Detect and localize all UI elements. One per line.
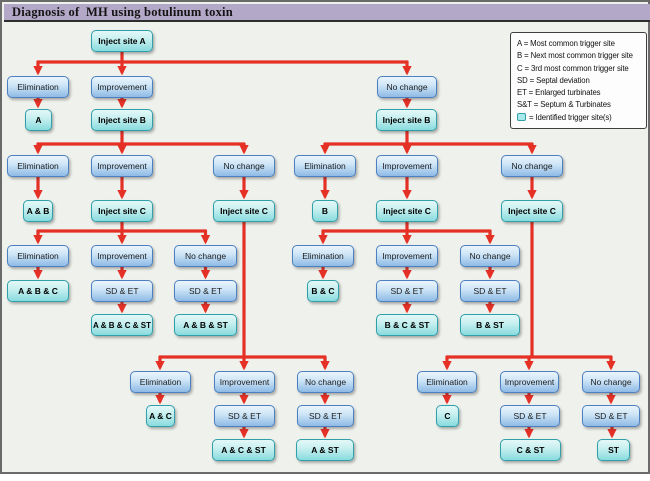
- node-c-st: C & ST: [500, 439, 561, 461]
- node-sd-et: SD & ET: [214, 405, 275, 427]
- node-a-b-c: A & B & C: [7, 280, 69, 302]
- node-improvement: Improvement: [376, 155, 438, 177]
- node-improvement: Improvement: [91, 155, 153, 177]
- node-c: C: [436, 405, 459, 427]
- node-a-c-st: A & C & ST: [212, 439, 275, 461]
- node-elimination: Elimination: [417, 371, 477, 393]
- node-a-st: A & ST: [296, 439, 354, 461]
- node-b-c-st: B & C & ST: [376, 314, 438, 336]
- node-elimination: Elimination: [294, 155, 356, 177]
- node-no-change: No change: [174, 245, 237, 267]
- node-inject-site-b: Inject site B: [376, 109, 437, 131]
- legend-item: S&T = Septum & Turbinates: [517, 100, 611, 110]
- node-no-change: No change: [377, 76, 437, 98]
- node-a-b-c-st: A & B & C & ST: [91, 314, 153, 336]
- node-sd-et: SD & ET: [460, 280, 520, 302]
- legend-swatch-text: = Identified trigger site(s): [529, 112, 612, 122]
- node-sd-et: SD & ET: [91, 280, 153, 302]
- node-elimination: Elimination: [7, 245, 69, 267]
- node-inject-site-c: Inject site C: [213, 200, 275, 222]
- node-improvement: Improvement: [91, 76, 153, 98]
- node-inject-site-c: Inject site C: [376, 200, 438, 222]
- node-st: ST: [597, 439, 630, 461]
- node-sd-et: SD & ET: [297, 405, 354, 427]
- node-elimination: Elimination: [130, 371, 191, 393]
- node-elimination: Elimination: [292, 245, 354, 267]
- node-a-b: A & B: [23, 200, 53, 222]
- node-sd-et: SD & ET: [376, 280, 438, 302]
- trigger-site-swatch-icon: [517, 112, 526, 121]
- node-no-change: No change: [501, 155, 563, 177]
- node-a-c: A & C: [146, 405, 175, 427]
- node-no-change: No change: [582, 371, 640, 393]
- node-inject-site-c: Inject site C: [91, 200, 153, 222]
- node-improvement: Improvement: [376, 245, 438, 267]
- node-b-c: B & C: [307, 280, 339, 302]
- node-elimination: Elimination: [7, 155, 69, 177]
- bottom-margin: [0, 474, 650, 481]
- node-b-st: B & ST: [460, 314, 520, 336]
- title-bar: Diagnosis of MH using botulinum toxin: [4, 4, 650, 22]
- node-a-b-st: A & B & ST: [174, 314, 237, 336]
- node-inject-site-c: Inject site C: [501, 200, 563, 222]
- node-improvement: Improvement: [214, 371, 275, 393]
- node-sd-et: SD & ET: [174, 280, 237, 302]
- legend-box: A = Most common trigger site B = Next mo…: [510, 32, 647, 129]
- node-inject-site-b: Inject site B: [91, 109, 153, 131]
- node-a: A: [25, 109, 52, 131]
- legend-item: ET = Enlarged turbinates: [517, 88, 601, 98]
- legend-item: SD = Septal deviation: [517, 75, 590, 85]
- node-elimination: Elimination: [7, 76, 69, 98]
- node-no-change: No change: [460, 245, 520, 267]
- figure-title: Diagnosis of MH using botulinum toxin: [12, 4, 233, 19]
- node-b: B: [312, 200, 338, 222]
- node-no-change: No change: [297, 371, 354, 393]
- node-inject-site-a: Inject site A: [91, 30, 153, 52]
- node-sd-et: SD & ET: [500, 405, 560, 427]
- node-no-change: No change: [213, 155, 275, 177]
- legend-item: A = Most common trigger site: [517, 39, 615, 48]
- legend-item: C = 3rd most common trigger site: [517, 63, 629, 73]
- node-improvement: Improvement: [91, 245, 153, 267]
- node-sd-et: SD & ET: [582, 405, 640, 427]
- legend-item-swatch-line: = Identified trigger site(s): [517, 112, 642, 124]
- legend-item: B = Next most common trigger site: [517, 51, 633, 61]
- node-improvement: Improvement: [500, 371, 559, 393]
